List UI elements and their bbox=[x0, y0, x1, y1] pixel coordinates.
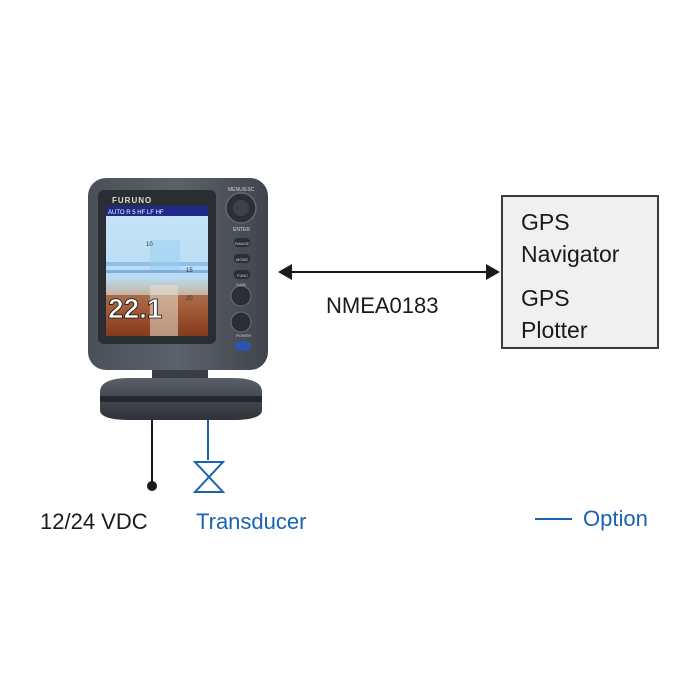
device-screen: AUTO R 5 HF LF HF 10 15 20 22.1 bbox=[106, 206, 208, 336]
device-keypad: MENU/ESC ENTER RANGE MODE FUNC GAIN POWE… bbox=[225, 187, 257, 351]
gps-navigator-line1: GPS bbox=[521, 209, 570, 235]
func-key[interactable] bbox=[234, 270, 250, 279]
scale-mark-3: 20 bbox=[186, 296, 193, 302]
mode-knob[interactable] bbox=[230, 311, 252, 333]
gps-navigator-line2: Navigator bbox=[521, 241, 620, 267]
gain-knob[interactable] bbox=[230, 285, 252, 307]
func-key-label: FUNC bbox=[237, 273, 248, 278]
nmea-label: NMEA0183 bbox=[326, 293, 439, 318]
menu-esc-key-label: MENU/ESC bbox=[228, 187, 255, 193]
brand-logo: FURUNO bbox=[112, 196, 152, 205]
power-key-label: POWER bbox=[236, 333, 251, 338]
gps-plotter-line2: Plotter bbox=[521, 317, 588, 343]
power-connector-dot bbox=[147, 481, 157, 491]
depth-reading: 22.1 bbox=[108, 293, 163, 324]
screen-header: AUTO R 5 HF LF HF bbox=[108, 210, 164, 216]
range-key-label: RANGE bbox=[235, 241, 250, 246]
range-key[interactable] bbox=[234, 238, 250, 247]
gps-plotter-line1: GPS bbox=[521, 285, 570, 311]
scale-mark-1: 10 bbox=[146, 242, 153, 248]
nmea-connection-arrow bbox=[278, 264, 500, 280]
gain-knob-label: GAIN bbox=[236, 282, 246, 287]
scale-mark-2: 15 bbox=[186, 268, 193, 274]
fish-finder-device: FURUNO AUTO R 5 HF LF HF 10 15 20 22.1 M… bbox=[88, 178, 268, 420]
gps-equipment-box: GPS Navigator GPS Plotter bbox=[501, 195, 659, 349]
enter-key-label: ENTER bbox=[233, 227, 250, 233]
mode-key[interactable] bbox=[234, 254, 250, 263]
power-label: 12/24 VDC bbox=[40, 509, 148, 534]
transducer-icon bbox=[192, 461, 226, 493]
mode-key-label: MODE bbox=[236, 257, 248, 262]
power-key[interactable] bbox=[235, 341, 251, 351]
cursor-pad-center[interactable] bbox=[233, 200, 249, 216]
screen-header-bar bbox=[106, 206, 208, 216]
device-stand-band bbox=[100, 396, 262, 402]
option-legend-label: Option bbox=[583, 506, 648, 531]
transducer-label: Transducer bbox=[196, 509, 307, 534]
